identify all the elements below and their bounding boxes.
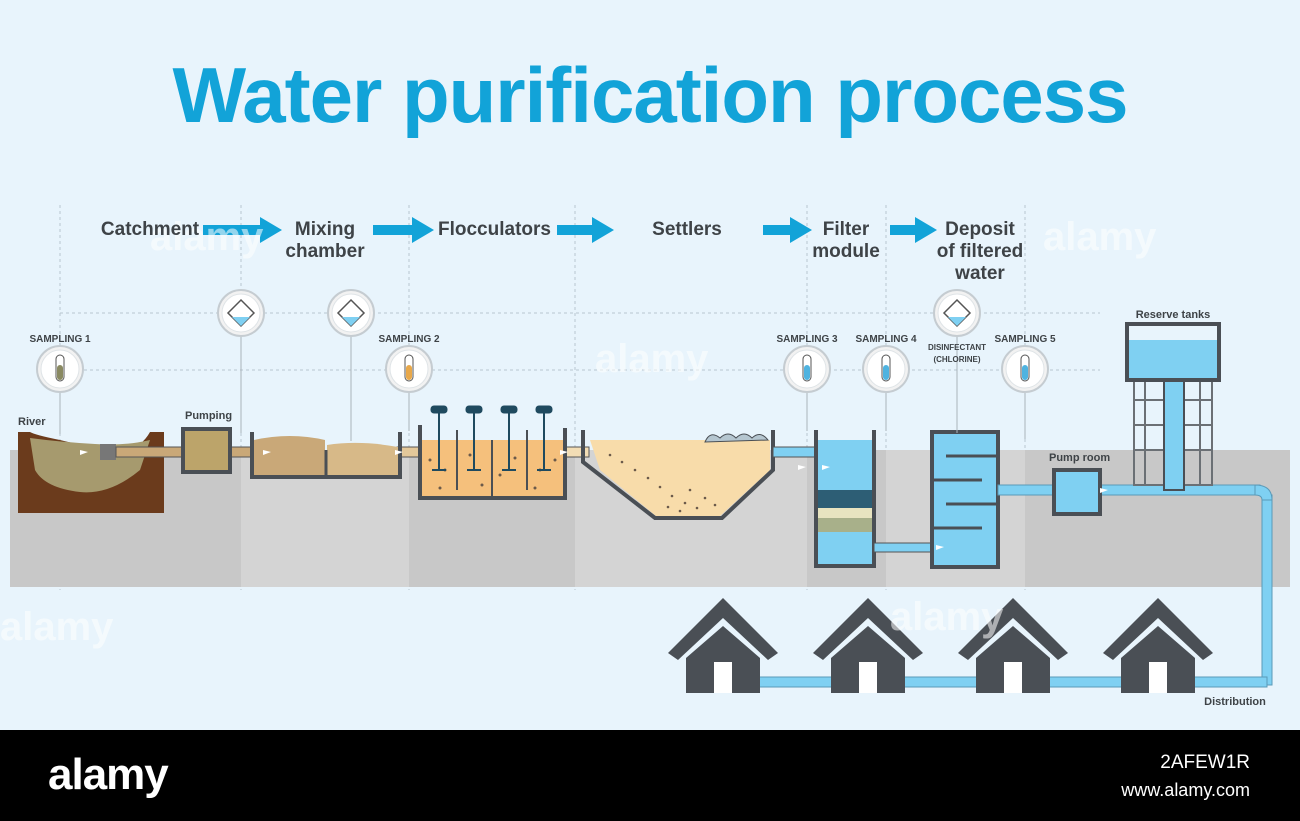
- sampling-2-label: SAMPLING 2: [378, 334, 440, 345]
- flow-arrow-icon: [80, 450, 1108, 550]
- pump-room-label: Pump room: [1049, 452, 1110, 464]
- image-id: 2AFEW1R: [1160, 752, 1250, 773]
- process-diagram: SAMPLING 1 SAMPLING 2 SAMPLING 3 SAMPLIN…: [0, 205, 1290, 708]
- sampling-5-label: SAMPLING 5: [994, 334, 1056, 345]
- step-flocculators: Flocculators: [438, 219, 551, 240]
- test-tube-icon: [783, 345, 831, 431]
- reserve-tanks-label: Reserve tanks: [1136, 309, 1211, 321]
- watermark: alamy: [150, 215, 264, 259]
- filter-module: [814, 430, 933, 568]
- watermark: alamy: [0, 605, 114, 649]
- sampling-1-label: SAMPLING 1: [29, 334, 91, 345]
- disinfectant-label: DISINFECTANT: [928, 343, 986, 352]
- test-tube-icon: [1001, 345, 1049, 439]
- sampling-badges: [36, 289, 1049, 441]
- filtered-water-deposit: [930, 430, 1000, 569]
- test-tube-icon: [36, 345, 84, 434]
- watermark: alamy: [890, 595, 1004, 639]
- flocculator-tank: [418, 425, 567, 500]
- watermark: alamy: [1043, 215, 1157, 259]
- pumping-station: [181, 427, 232, 474]
- pump-room: [1052, 468, 1102, 516]
- diagram-title: Water purification process: [172, 51, 1129, 139]
- watermark: alamy: [595, 337, 709, 381]
- test-tube-icon: [385, 345, 433, 431]
- watermarks: alamy alamy alamy alamy alamy: [0, 215, 1157, 649]
- footer-bar: [0, 730, 1300, 821]
- step-catchment: Catchment: [100, 219, 200, 240]
- agitator-icon: [430, 405, 553, 471]
- settler-basin: [581, 430, 819, 520]
- brand-logo: alamy: [48, 750, 169, 799]
- chlorine-label: (CHLORINE): [933, 355, 980, 364]
- sampling-3-label: SAMPLING 3: [776, 334, 838, 345]
- step-arrows: [203, 217, 937, 243]
- mixing-chamber: [250, 432, 402, 479]
- chemical-dose-icon: [327, 289, 375, 441]
- river-label: River: [18, 416, 46, 428]
- site-url: www.alamy.com: [1121, 780, 1250, 800]
- sampling-4-label: SAMPLING 4: [855, 334, 917, 345]
- diagram-canvas: Water purification process: [0, 51, 1290, 708]
- component-labels: SAMPLING 1 SAMPLING 2 SAMPLING 3 SAMPLIN…: [18, 309, 1266, 708]
- house-icon: [668, 598, 1213, 693]
- chemical-dose-icon: [933, 289, 981, 433]
- pumping-label: Pumping: [185, 410, 232, 422]
- river-intake: [18, 432, 164, 513]
- step-settlers: Settlers: [652, 219, 722, 240]
- distribution-label: Distribution: [1204, 696, 1266, 708]
- test-tube-icon: [862, 345, 910, 431]
- reserve-tank-tower: [1125, 322, 1221, 491]
- chemical-dose-icon: [217, 289, 265, 433]
